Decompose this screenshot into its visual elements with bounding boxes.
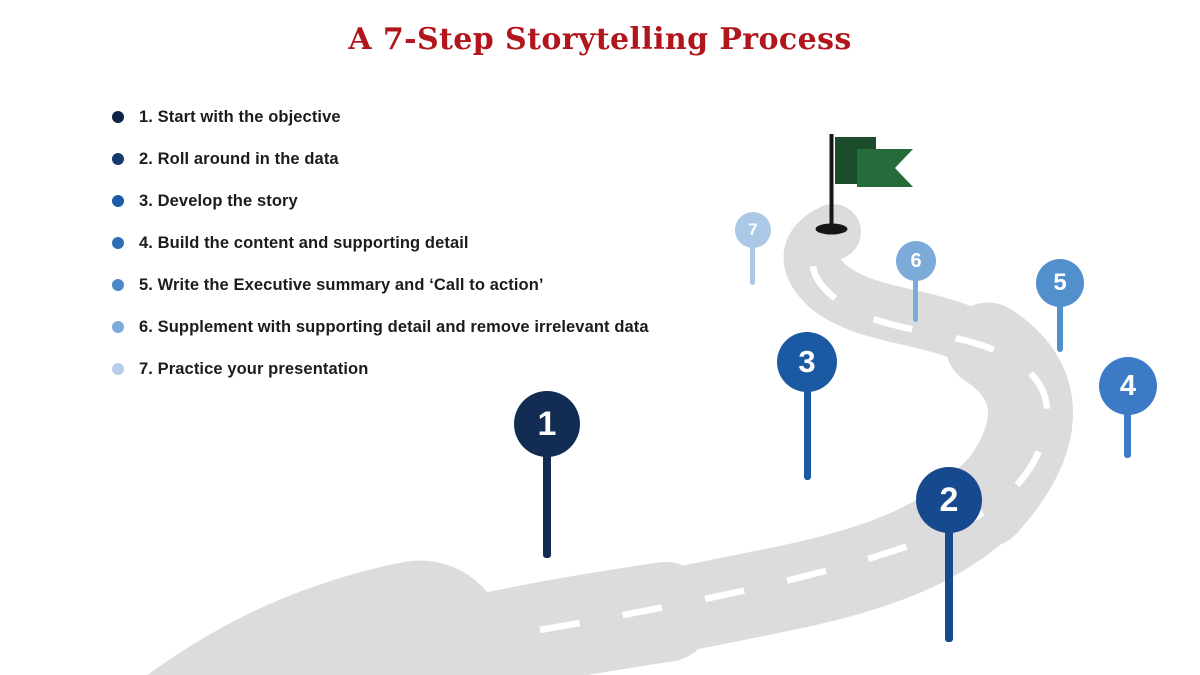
step-label: 3. Develop the story (139, 191, 298, 210)
step-label: 4. Build the content and supporting deta… (139, 233, 469, 252)
marker-stem-4 (1124, 386, 1131, 458)
step-label: 6. Supplement with supporting detail and… (139, 317, 649, 336)
step-item: 6. Supplement with supporting detail and… (112, 306, 649, 348)
marker-stem-6 (913, 261, 918, 322)
step-item: 1. Start with the objective (112, 96, 649, 138)
marker-stem-2 (945, 500, 953, 642)
marker-3: 3 (777, 332, 837, 392)
step-bullet-4 (112, 237, 124, 249)
road-segment-top (783, 204, 1016, 373)
step-bullet-5 (112, 279, 124, 291)
step-list: 1. Start with the objective 2. Roll arou… (112, 96, 649, 390)
marker-number: 4 (1119, 369, 1137, 402)
marker-number: 1 (537, 404, 557, 443)
marker-stem-1 (543, 424, 551, 558)
step-label: 1. Start with the objective (139, 107, 341, 126)
step-bullet-6 (112, 321, 124, 333)
step-bullet-2 (112, 153, 124, 165)
step-label: 5. Write the Executive summary and ‘Call… (139, 275, 544, 294)
step-bullet-7 (112, 363, 124, 375)
marker-number: 3 (798, 344, 816, 379)
step-label: 7. Practice your presentation (139, 359, 369, 378)
marker-4: 4 (1099, 357, 1157, 415)
marker-5: 5 (1036, 259, 1084, 307)
marker-stem-5 (1057, 283, 1063, 352)
marker-2: 2 (916, 467, 982, 533)
step-bullet-3 (112, 195, 124, 207)
step-item: 2. Roll around in the data (112, 138, 649, 180)
road-segment-middle (288, 444, 1043, 675)
step-item: 3. Develop the story (112, 180, 649, 222)
step-label: 2. Roll around in the data (139, 149, 339, 168)
marker-number: 2 (939, 480, 959, 519)
marker-number: 5 (1053, 269, 1067, 296)
finish-flag-icon (815, 134, 913, 235)
step-item: 5. Write the Executive summary and ‘Call… (112, 264, 649, 306)
step-item: 7. Practice your presentation (112, 348, 649, 390)
marker-stem-7 (750, 230, 755, 285)
flag-banner (857, 149, 913, 187)
flag-pole (829, 134, 834, 230)
flag-base (815, 223, 848, 235)
marker-7: 7 (735, 212, 771, 248)
marker-number: 6 (910, 249, 922, 272)
road-dash-line (539, 232, 1051, 634)
marker-6: 6 (896, 241, 936, 281)
page-title: A 7-Step Storytelling Process (348, 22, 852, 57)
step-item: 4. Build the content and supporting deta… (112, 222, 649, 264)
marker-number: 7 (748, 220, 758, 239)
marker-1: 1 (514, 391, 580, 457)
marker-stem-3 (804, 362, 811, 480)
step-bullet-1 (112, 111, 124, 123)
